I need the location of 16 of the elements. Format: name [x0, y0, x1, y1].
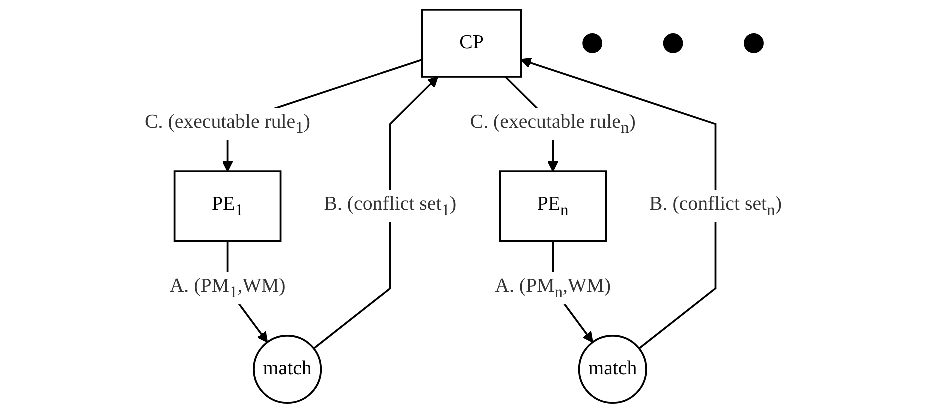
node-box: PE$_{1}$: [174, 170, 282, 242]
edge-label: C. (executable rule$_{1}$): [145, 112, 311, 137]
node-box: PE$_{n}$: [499, 170, 608, 242]
node-circle: [744, 34, 764, 54]
node-circle: match: [253, 334, 322, 404]
node-circle: [582, 34, 602, 54]
edge-label: B. (conflict set$_{n}$): [650, 194, 782, 219]
edge-label: C. (executable rule$_{n}$): [470, 112, 636, 137]
edge-label: A. (PM$_{1}$,WM): [170, 276, 286, 302]
edge-label: B. (conflict set$_{1}$): [324, 194, 457, 219]
arrow: [520, 58, 717, 350]
node-circle: match: [578, 334, 648, 404]
arrow: [313, 76, 439, 350]
node-box: CP: [421, 9, 522, 78]
edge-label: A. (PM$_{n}$,WM): [495, 276, 612, 302]
node-circle: [663, 34, 684, 54]
